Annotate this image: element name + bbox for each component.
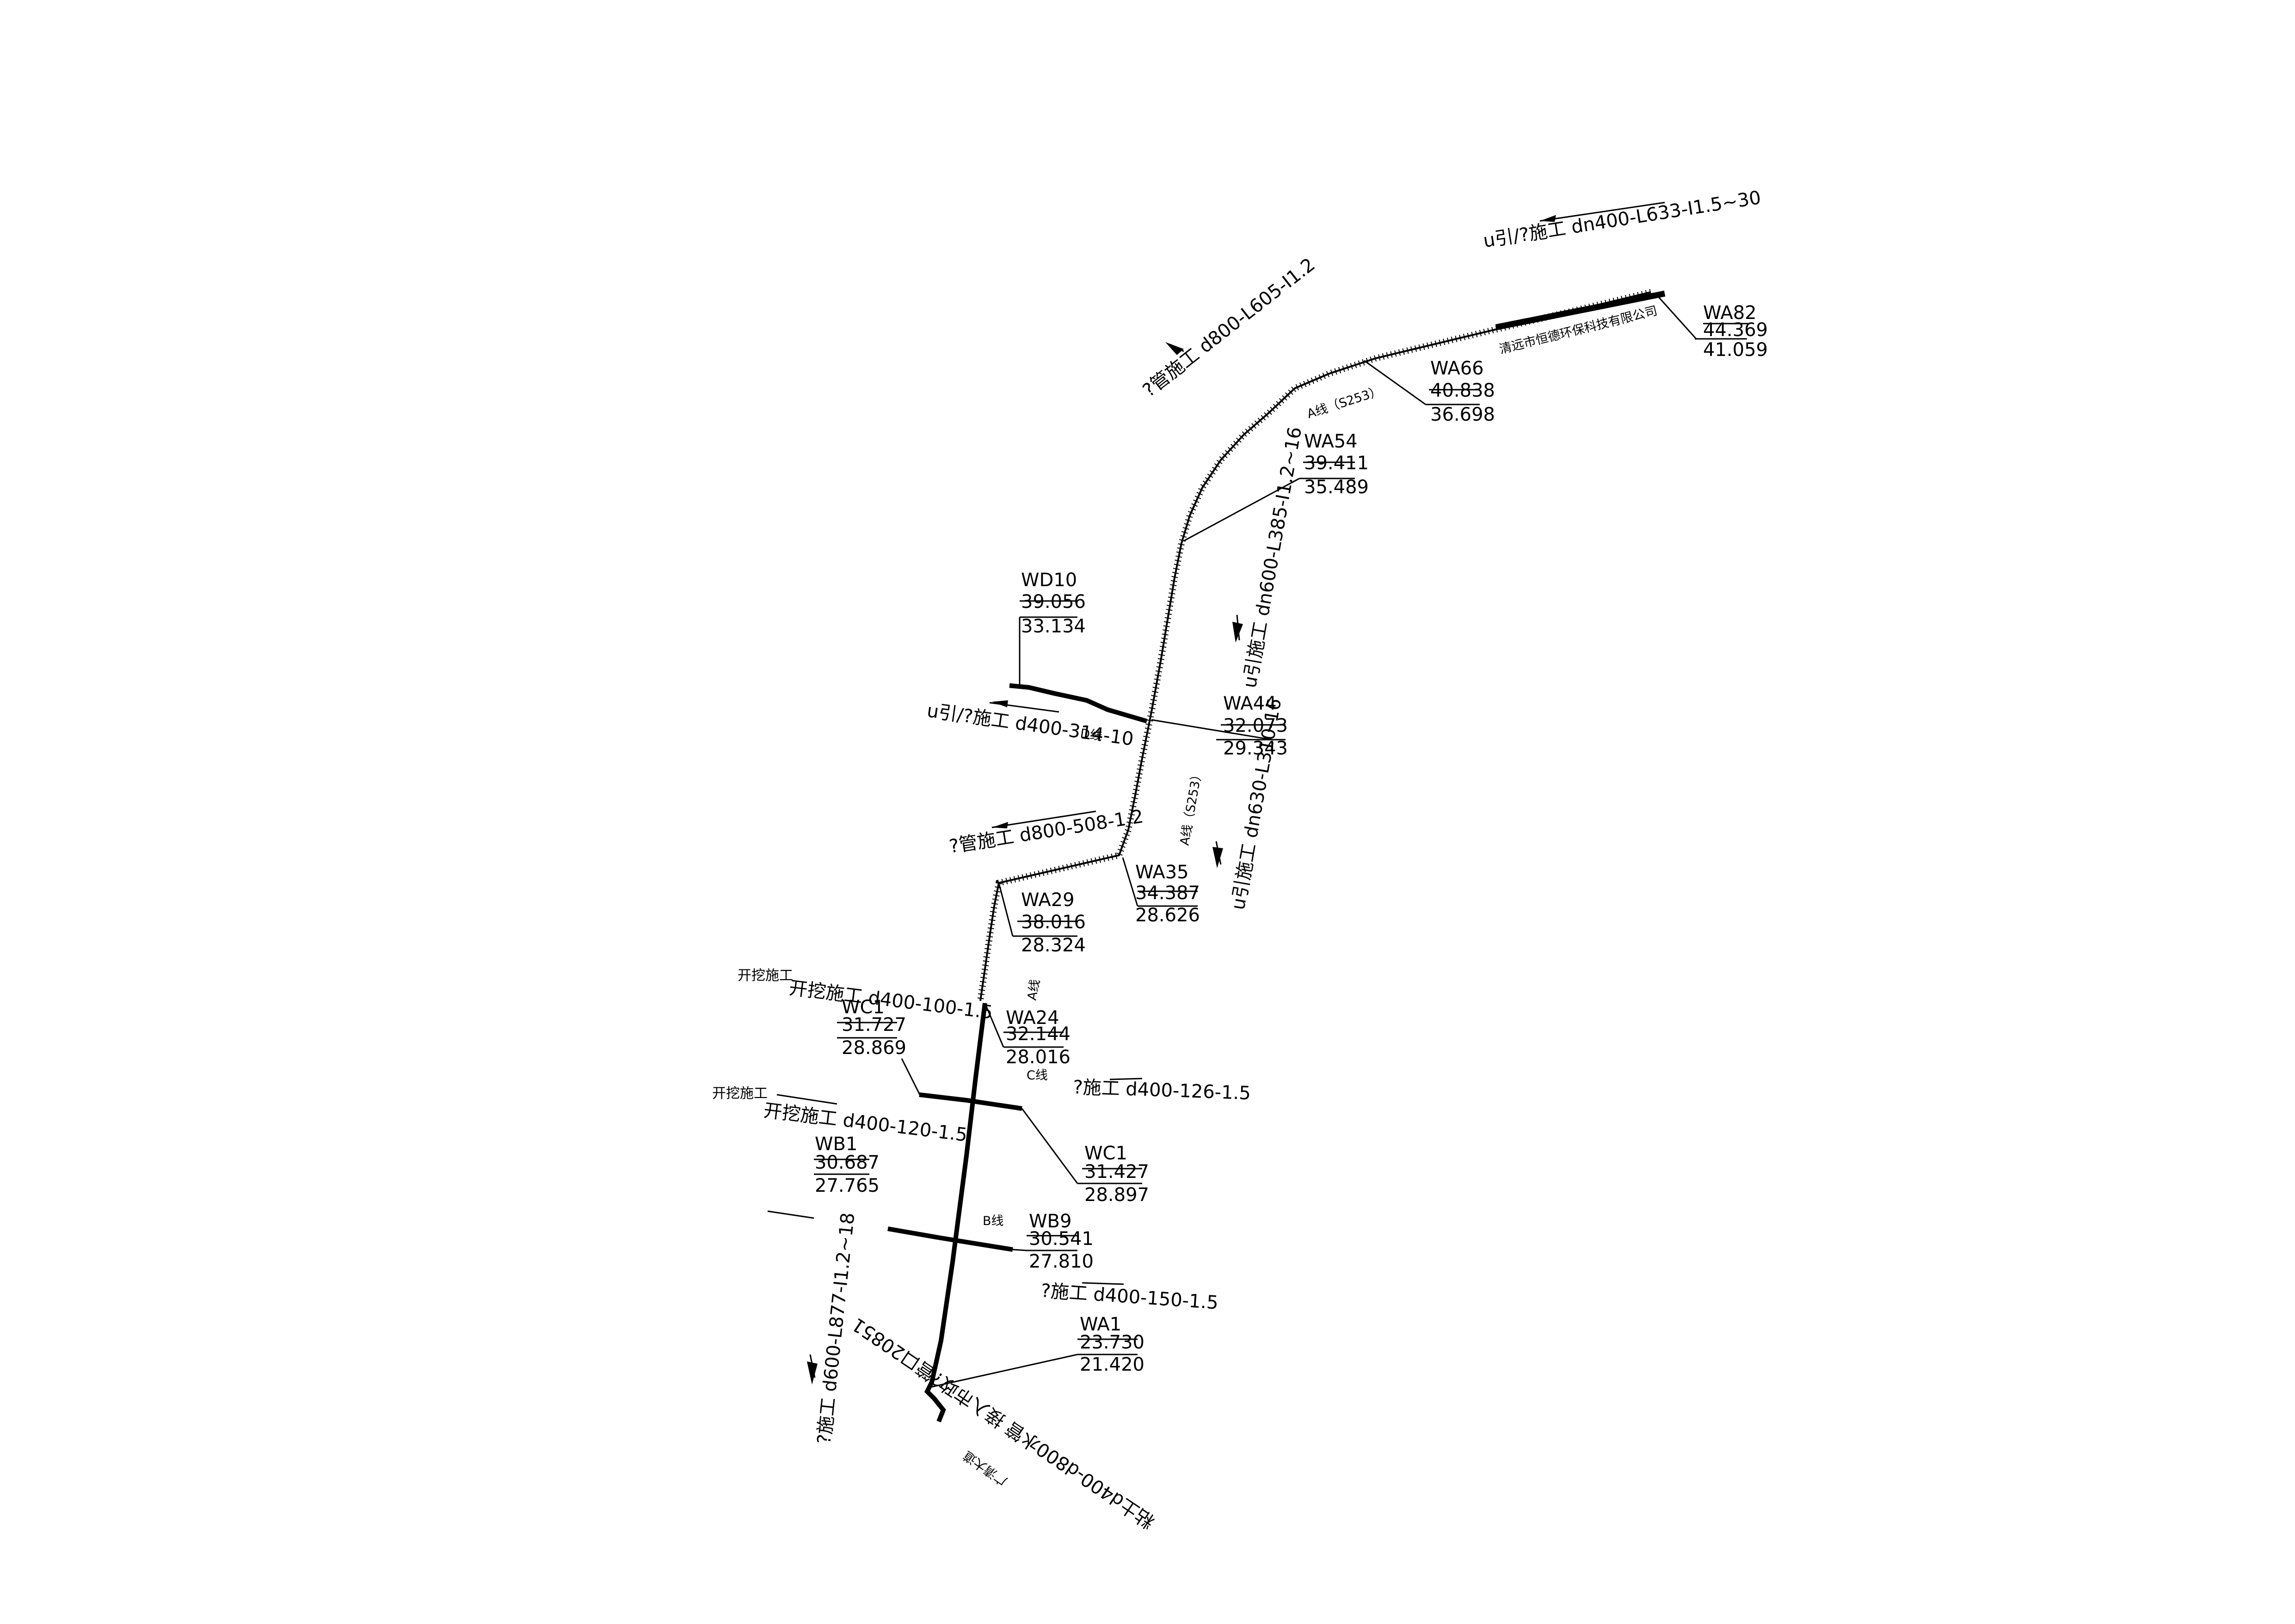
node-wc1: WC1 31.427 28.897 (1084, 1143, 1149, 1206)
segment-spec: u引/?施工 dn400-L633-I1.5~30 (1482, 187, 1762, 251)
segment-top: u引/?施工 dn400-L633-I1.5~30 (1482, 187, 1762, 251)
line-label-a-s253-lower: A线（S253） (1177, 767, 1205, 846)
node-id: WA44 (1223, 693, 1277, 714)
node-ground-elevation: 44.369 (1703, 319, 1768, 341)
pipe-segment-heavy (1495, 290, 1666, 331)
line-label-c: C线 (1027, 1068, 1048, 1083)
line-label-a: A线 (1025, 978, 1042, 1001)
node-invert-elevation: 29.343 (1223, 738, 1288, 759)
segment-dn600: u引施工 dn600-L385-I1.2~16 (1232, 425, 1306, 690)
node-underlines (814, 323, 1748, 1355)
branch-c (919, 1092, 1022, 1111)
node-wa35: WA35 34.387 28.626 (1135, 862, 1200, 926)
node-id: WC1 (842, 997, 885, 1018)
line-label-b: B线 (983, 1214, 1004, 1228)
node-invert-elevation: 41.059 (1703, 339, 1768, 361)
road-label: 广清大道 (961, 1448, 1010, 1488)
leader-lines (901, 293, 1697, 1388)
node-ground-elevation: 39.056 (1021, 591, 1086, 613)
segment-method: 开挖施工 (712, 1085, 768, 1102)
segment-spec: 开挖施工 d400-120-1.5 (763, 1100, 969, 1146)
node-ground-elevation: 38.016 (1021, 912, 1086, 933)
node-id: WB1 (815, 1134, 857, 1155)
segment-d400-150: ?施工 d400-150-1.5 (1040, 1280, 1219, 1314)
node-ground-elevation: 31.727 (842, 1014, 906, 1036)
node-ground-elevation: 31.427 (1084, 1161, 1149, 1183)
node-invert-elevation: 36.698 (1430, 404, 1495, 425)
node-id: WA35 (1135, 862, 1189, 883)
node-wa54: WA54 39.411 35.489 (1304, 431, 1369, 498)
segment-spec: ?管施工 d800-L605-I1.2 (1139, 254, 1319, 401)
segment-spec: ?管施工 d800-508-1.2 (948, 806, 1144, 858)
node-id: WA82 (1703, 302, 1757, 324)
node-invert-elevation: 28.626 (1135, 905, 1200, 926)
node-id: WA54 (1304, 431, 1358, 452)
node-invert-elevation: 28.016 (1006, 1047, 1071, 1068)
node-id: WD10 (1021, 570, 1077, 591)
node-id: WB9 (1029, 1211, 1071, 1232)
node-ground-elevation: 40.838 (1430, 380, 1495, 401)
segment-spec: u引施工 dn600-L385-I1.2~16 (1239, 425, 1306, 690)
segment-d800-508: ?管施工 d800-508-1.2 (948, 806, 1144, 858)
node-wa24: WA24 32.144 28.016 (1006, 1007, 1071, 1068)
node-invert-elevation: 28.869 (842, 1037, 906, 1059)
node-invert-elevation: 28.897 (1084, 1184, 1149, 1206)
node-wa82: WA82 44.369 41.059 (1703, 302, 1768, 361)
branch-d (1009, 683, 1148, 723)
node-ground-elevation: 32.144 (1006, 1023, 1071, 1045)
node-invert-elevation: 33.134 (1021, 616, 1086, 637)
node-invert-elevation: 35.489 (1304, 477, 1369, 498)
segment-d800-upper: ?管施工 d800-L605-I1.2 (1139, 254, 1319, 401)
line-label-a-s253-upper: A线（S253） (1305, 384, 1384, 421)
node-ground-elevation: 30.541 (1029, 1228, 1094, 1250)
node-wb9: WB9 30.541 27.810 (1029, 1211, 1094, 1272)
node-wc1-upper: WC1 31.727 28.869 (842, 997, 906, 1059)
node-invert-elevation: 27.765 (815, 1175, 880, 1196)
node-id: WA66 (1430, 358, 1484, 379)
line-label-d: D线 (1079, 726, 1103, 743)
node-ground-elevation: 30.687 (815, 1152, 880, 1173)
node-wa1: WA1 23.730 21.420 (1080, 1314, 1144, 1375)
node-id: WA1 (1080, 1314, 1121, 1335)
node-id: WC1 (1084, 1143, 1127, 1164)
main-trunk (924, 1003, 987, 1422)
node-invert-elevation: 27.810 (1029, 1251, 1094, 1272)
node-wb1: WB1 30.687 27.765 (815, 1134, 880, 1196)
node-wa44: WA44 32.073 29.343 (1223, 693, 1288, 759)
segment-d400-126: ?施工 d400-126-1.5 (1073, 1077, 1251, 1104)
node-ground-elevation: 39.411 (1304, 453, 1369, 474)
node-wa66: WA66 40.838 36.698 (1430, 358, 1495, 425)
node-invert-elevation: 21.420 (1080, 1354, 1144, 1375)
segment-spec: ?施工 d400-150-1.5 (1040, 1280, 1219, 1314)
node-invert-elevation: 28.324 (1021, 935, 1086, 956)
node-wa29: WA29 38.016 28.324 (1021, 889, 1086, 956)
node-id: WA24 (1006, 1007, 1059, 1029)
node-ground-elevation: 23.730 (1080, 1332, 1144, 1353)
node-ground-elevation: 34.387 (1135, 882, 1200, 904)
node-wd10: WD10 39.056 33.134 (1021, 570, 1086, 637)
segment-method: 开挖施工 (738, 968, 793, 984)
node-ground-elevation: 32.073 (1223, 715, 1288, 736)
segment-spec: ?施工 d400-126-1.5 (1073, 1077, 1251, 1104)
branch-b (887, 1226, 1013, 1252)
main-line-a (977, 289, 1666, 1002)
node-id: WA29 (1021, 889, 1075, 911)
